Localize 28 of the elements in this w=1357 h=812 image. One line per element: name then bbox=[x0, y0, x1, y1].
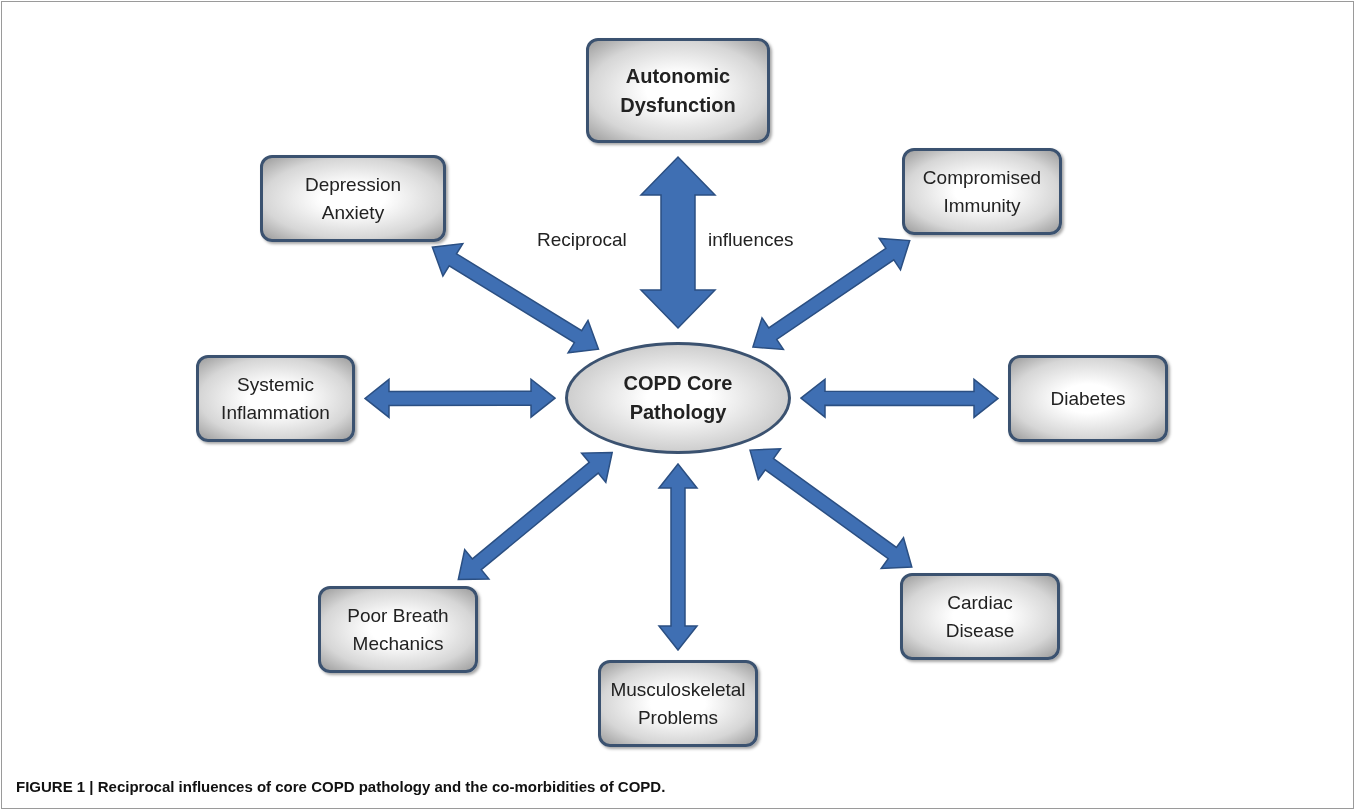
annotation-text: influences bbox=[708, 229, 794, 251]
node-label: Systemic Inflammation bbox=[220, 372, 331, 425]
double-arrow bbox=[657, 462, 699, 652]
node-label: Diabetes bbox=[1050, 386, 1126, 411]
rounded-box bbox=[260, 155, 446, 242]
double-arrow bbox=[639, 155, 717, 330]
figure-caption: FIGURE 1 | Reciprocal influences of core COPD pathology and the co-morbidities of COPD. bbox=[16, 778, 666, 795]
rounded-box bbox=[586, 38, 770, 143]
rounded-box bbox=[196, 355, 355, 442]
node-label: Poor Breath Mechanics bbox=[346, 603, 450, 656]
double-arrow bbox=[799, 377, 1000, 419]
double-arrow bbox=[431, 242, 600, 354]
double-arrow bbox=[749, 447, 913, 570]
rounded-box bbox=[598, 660, 758, 747]
node-label: COPD Core Pathology bbox=[622, 371, 734, 425]
double-arrow bbox=[457, 451, 614, 581]
double-arrow bbox=[751, 237, 911, 351]
double-arrow bbox=[363, 377, 557, 419]
node-label: Autonomic Dysfunction bbox=[619, 63, 737, 118]
node-label: Musculoskeletal Problems bbox=[609, 677, 747, 730]
rounded-box bbox=[318, 586, 478, 673]
rounded-box bbox=[902, 148, 1062, 235]
node-label: Compromised Immunity bbox=[921, 165, 1043, 218]
annotation-text: Reciprocal bbox=[537, 229, 627, 251]
node-label: Cardiac Disease bbox=[944, 590, 1016, 643]
rounded-box bbox=[900, 573, 1060, 660]
rounded-box bbox=[1008, 355, 1168, 442]
node-label: Depression Anxiety bbox=[303, 172, 403, 225]
